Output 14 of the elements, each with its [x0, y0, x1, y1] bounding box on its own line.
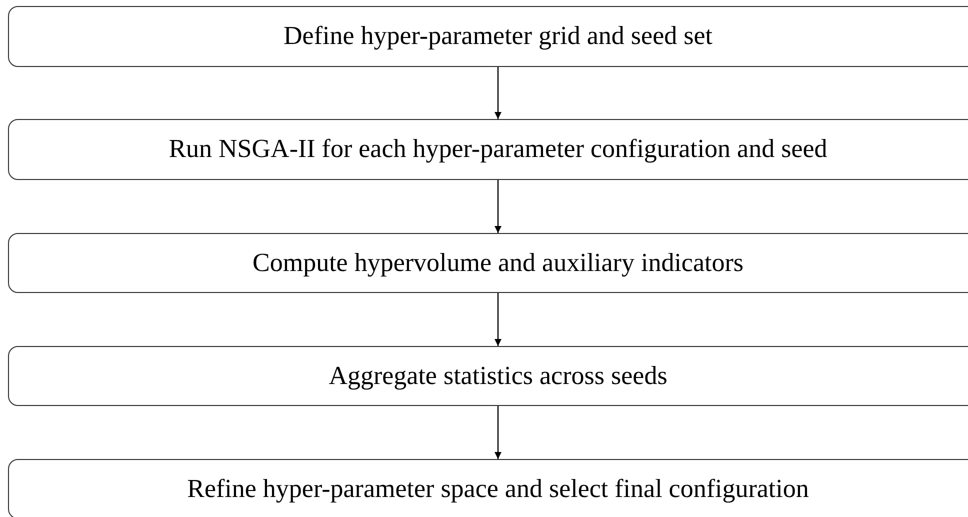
step-text: Define hyper-parameter grid and seed set	[284, 20, 712, 52]
process-box	[8, 6, 968, 67]
step-text: Aggregate statistics across seeds	[328, 360, 668, 392]
process-box	[8, 459, 968, 517]
arrow	[494, 293, 502, 346]
process-box	[8, 233, 968, 293]
step-text: Compute hypervolume and auxiliary indicators	[252, 246, 744, 279]
process-box	[8, 119, 968, 180]
arrow	[494, 406, 502, 459]
arrow	[494, 67, 502, 119]
step-text: Run NSGA-II for each hyper-parameter configuration and seed	[168, 133, 828, 166]
arrow	[494, 180, 502, 233]
process-box	[8, 346, 968, 406]
step-text: Refine hyper-parameter space and select final configuration	[187, 472, 809, 505]
